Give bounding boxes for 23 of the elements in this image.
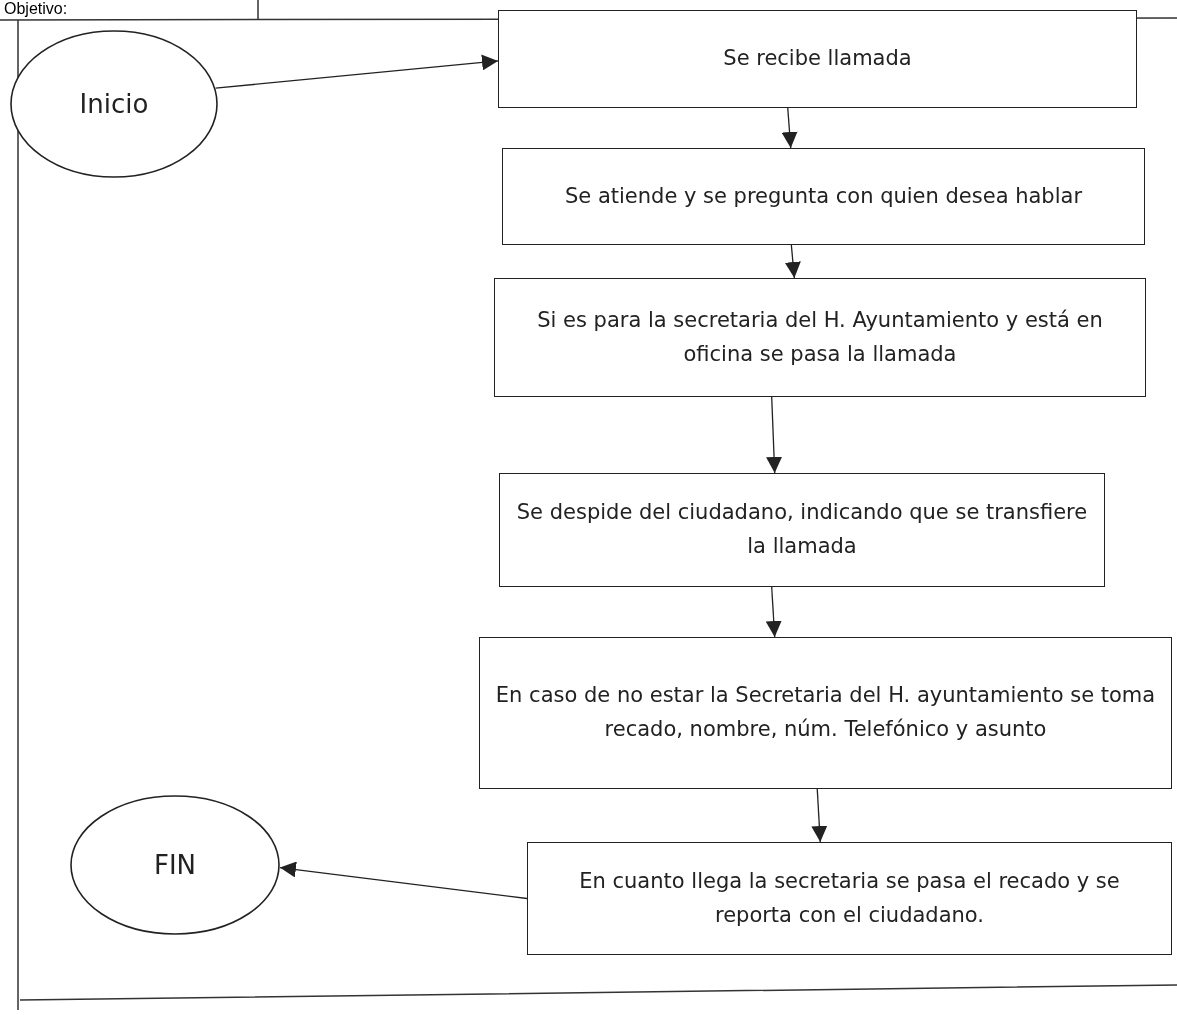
arrow xyxy=(214,54,499,89)
node-text: Se atiende y se pregunta con quien desea hablar xyxy=(564,182,1083,210)
terminal-ellipse xyxy=(10,30,218,178)
process-box xyxy=(499,473,1105,587)
node-text: Si es para la secretaria del H. Ayuntamiento y está en oficina se pasa la llamada xyxy=(536,306,1104,368)
process-box xyxy=(494,278,1146,397)
arrow xyxy=(811,788,828,843)
arrow xyxy=(781,107,798,149)
process-box xyxy=(498,10,1137,108)
arrow xyxy=(279,861,528,900)
node-text: En cuanto llega la secretaria se pasa el recado y se reporta con el ciudadano. xyxy=(578,867,1121,929)
arrow xyxy=(765,586,782,638)
node-text: FIN xyxy=(153,850,197,880)
arrow xyxy=(784,244,801,279)
process-box xyxy=(502,148,1145,245)
process-box xyxy=(527,842,1172,955)
terminal-ellipse xyxy=(70,795,280,935)
arrow xyxy=(766,396,783,474)
node-text: Se recibe llamada xyxy=(723,45,912,73)
node-text: Se despide del ciudadano, indicando que se transfiere la llamada xyxy=(515,499,1089,560)
node-text: Inicio xyxy=(79,89,149,119)
process-box xyxy=(479,637,1172,789)
node-text: En caso de no estar la Secretaria del H. ayuntamiento se toma recado, nombre, núm. Telefónico y asunto xyxy=(494,682,1157,743)
